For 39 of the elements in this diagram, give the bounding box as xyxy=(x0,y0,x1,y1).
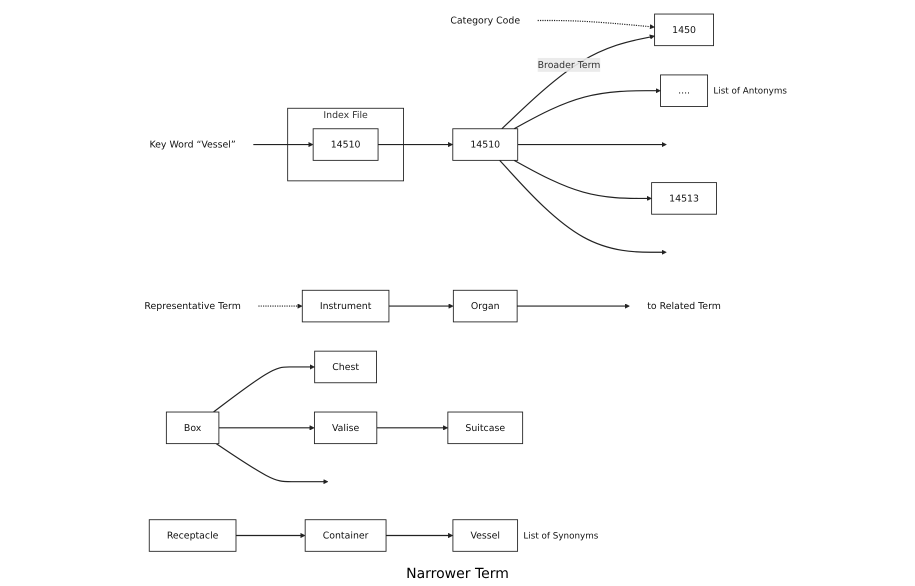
arrow xyxy=(236,532,306,538)
note-text: Narrower Term xyxy=(406,566,509,582)
node-text: to Related Term xyxy=(647,300,721,312)
node-box: Instrument xyxy=(302,290,390,322)
node-box: Organ xyxy=(452,290,518,322)
arrow xyxy=(378,142,454,148)
arrow xyxy=(213,364,315,412)
arrow xyxy=(501,34,655,130)
node-text: Representative Term xyxy=(144,300,241,312)
node-box: Chest xyxy=(314,350,377,384)
node-box: Suitcase xyxy=(447,412,524,444)
side-note: List of Synonyms xyxy=(523,531,598,542)
arrow xyxy=(514,88,661,130)
arrow xyxy=(258,304,303,309)
node-box: 14513 xyxy=(651,182,717,215)
node-box: .... xyxy=(660,74,708,107)
arrow xyxy=(253,142,314,148)
arrow xyxy=(517,304,630,309)
arrow xyxy=(538,20,655,30)
arrow xyxy=(216,443,328,484)
arrow xyxy=(386,532,454,538)
arrow xyxy=(388,304,454,309)
node-text: Category Code xyxy=(450,14,520,26)
arrow xyxy=(376,425,448,430)
node-box: 1450 xyxy=(654,14,714,46)
node-box: Box xyxy=(166,412,220,444)
node-box: Valise xyxy=(314,412,378,444)
arrow xyxy=(518,142,667,148)
arrow xyxy=(499,160,667,255)
node-box: 14510 xyxy=(452,128,518,161)
arrow xyxy=(514,160,652,201)
node-box: Vessel xyxy=(452,519,518,552)
node-box: Receptacle xyxy=(148,519,236,552)
edge-label: Broader Term xyxy=(538,59,600,70)
node-box: Container xyxy=(304,519,386,552)
side-note: List of Antonyms xyxy=(713,86,787,97)
node-text: Key Word “Vessel” xyxy=(149,138,236,150)
arrow xyxy=(218,425,315,430)
node-box: 14510 xyxy=(312,128,378,161)
